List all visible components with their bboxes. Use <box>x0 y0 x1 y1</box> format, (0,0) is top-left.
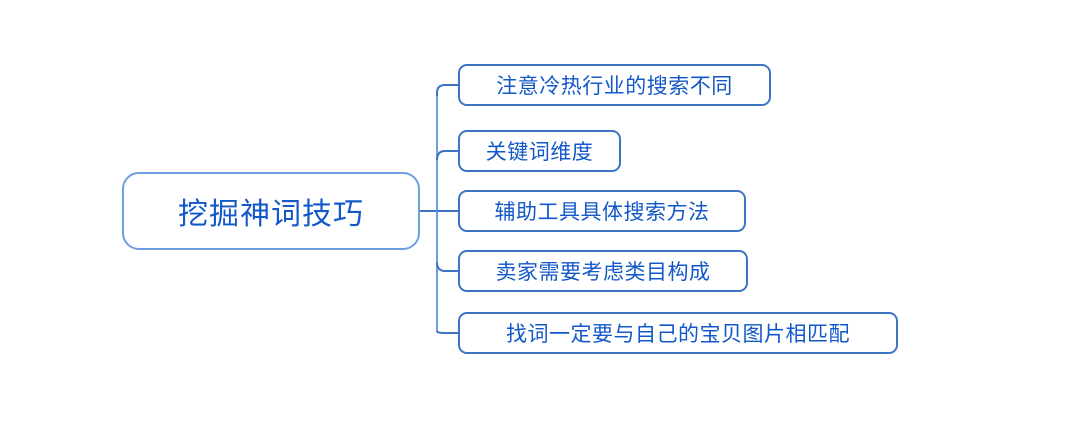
branch-node-label: 注意冷热行业的搜索不同 <box>496 74 733 98</box>
mindmap-branch-node-2[interactable]: 关键词维度 <box>458 130 621 172</box>
connector-branch-2 <box>436 150 458 161</box>
mindmap-branch-node-4[interactable]: 卖家需要考虑类目构成 <box>458 250 748 292</box>
connector-branch-4 <box>436 261 458 272</box>
branch-node-label: 辅助工具具体搜索方法 <box>494 200 710 224</box>
connector-branch-5 <box>436 330 458 334</box>
root-node-label: 挖掘神词技巧 <box>178 197 364 232</box>
connector-branch-1 <box>436 84 458 96</box>
mindmap-branch-node-3[interactable]: 辅助工具具体搜索方法 <box>458 190 746 232</box>
branch-node-label: 卖家需要考虑类目构成 <box>495 260 711 284</box>
mindmap-branch-node-5[interactable]: 找词一定要与自己的宝贝图片相匹配 <box>458 312 898 354</box>
branch-node-label: 关键词维度 <box>485 140 594 164</box>
mindmap-branch-node-1[interactable]: 注意冷热行业的搜索不同 <box>458 64 771 106</box>
branch-node-label: 找词一定要与自己的宝贝图片相匹配 <box>506 322 850 346</box>
mindmap-root-node[interactable]: 挖掘神词技巧 <box>122 172 420 250</box>
